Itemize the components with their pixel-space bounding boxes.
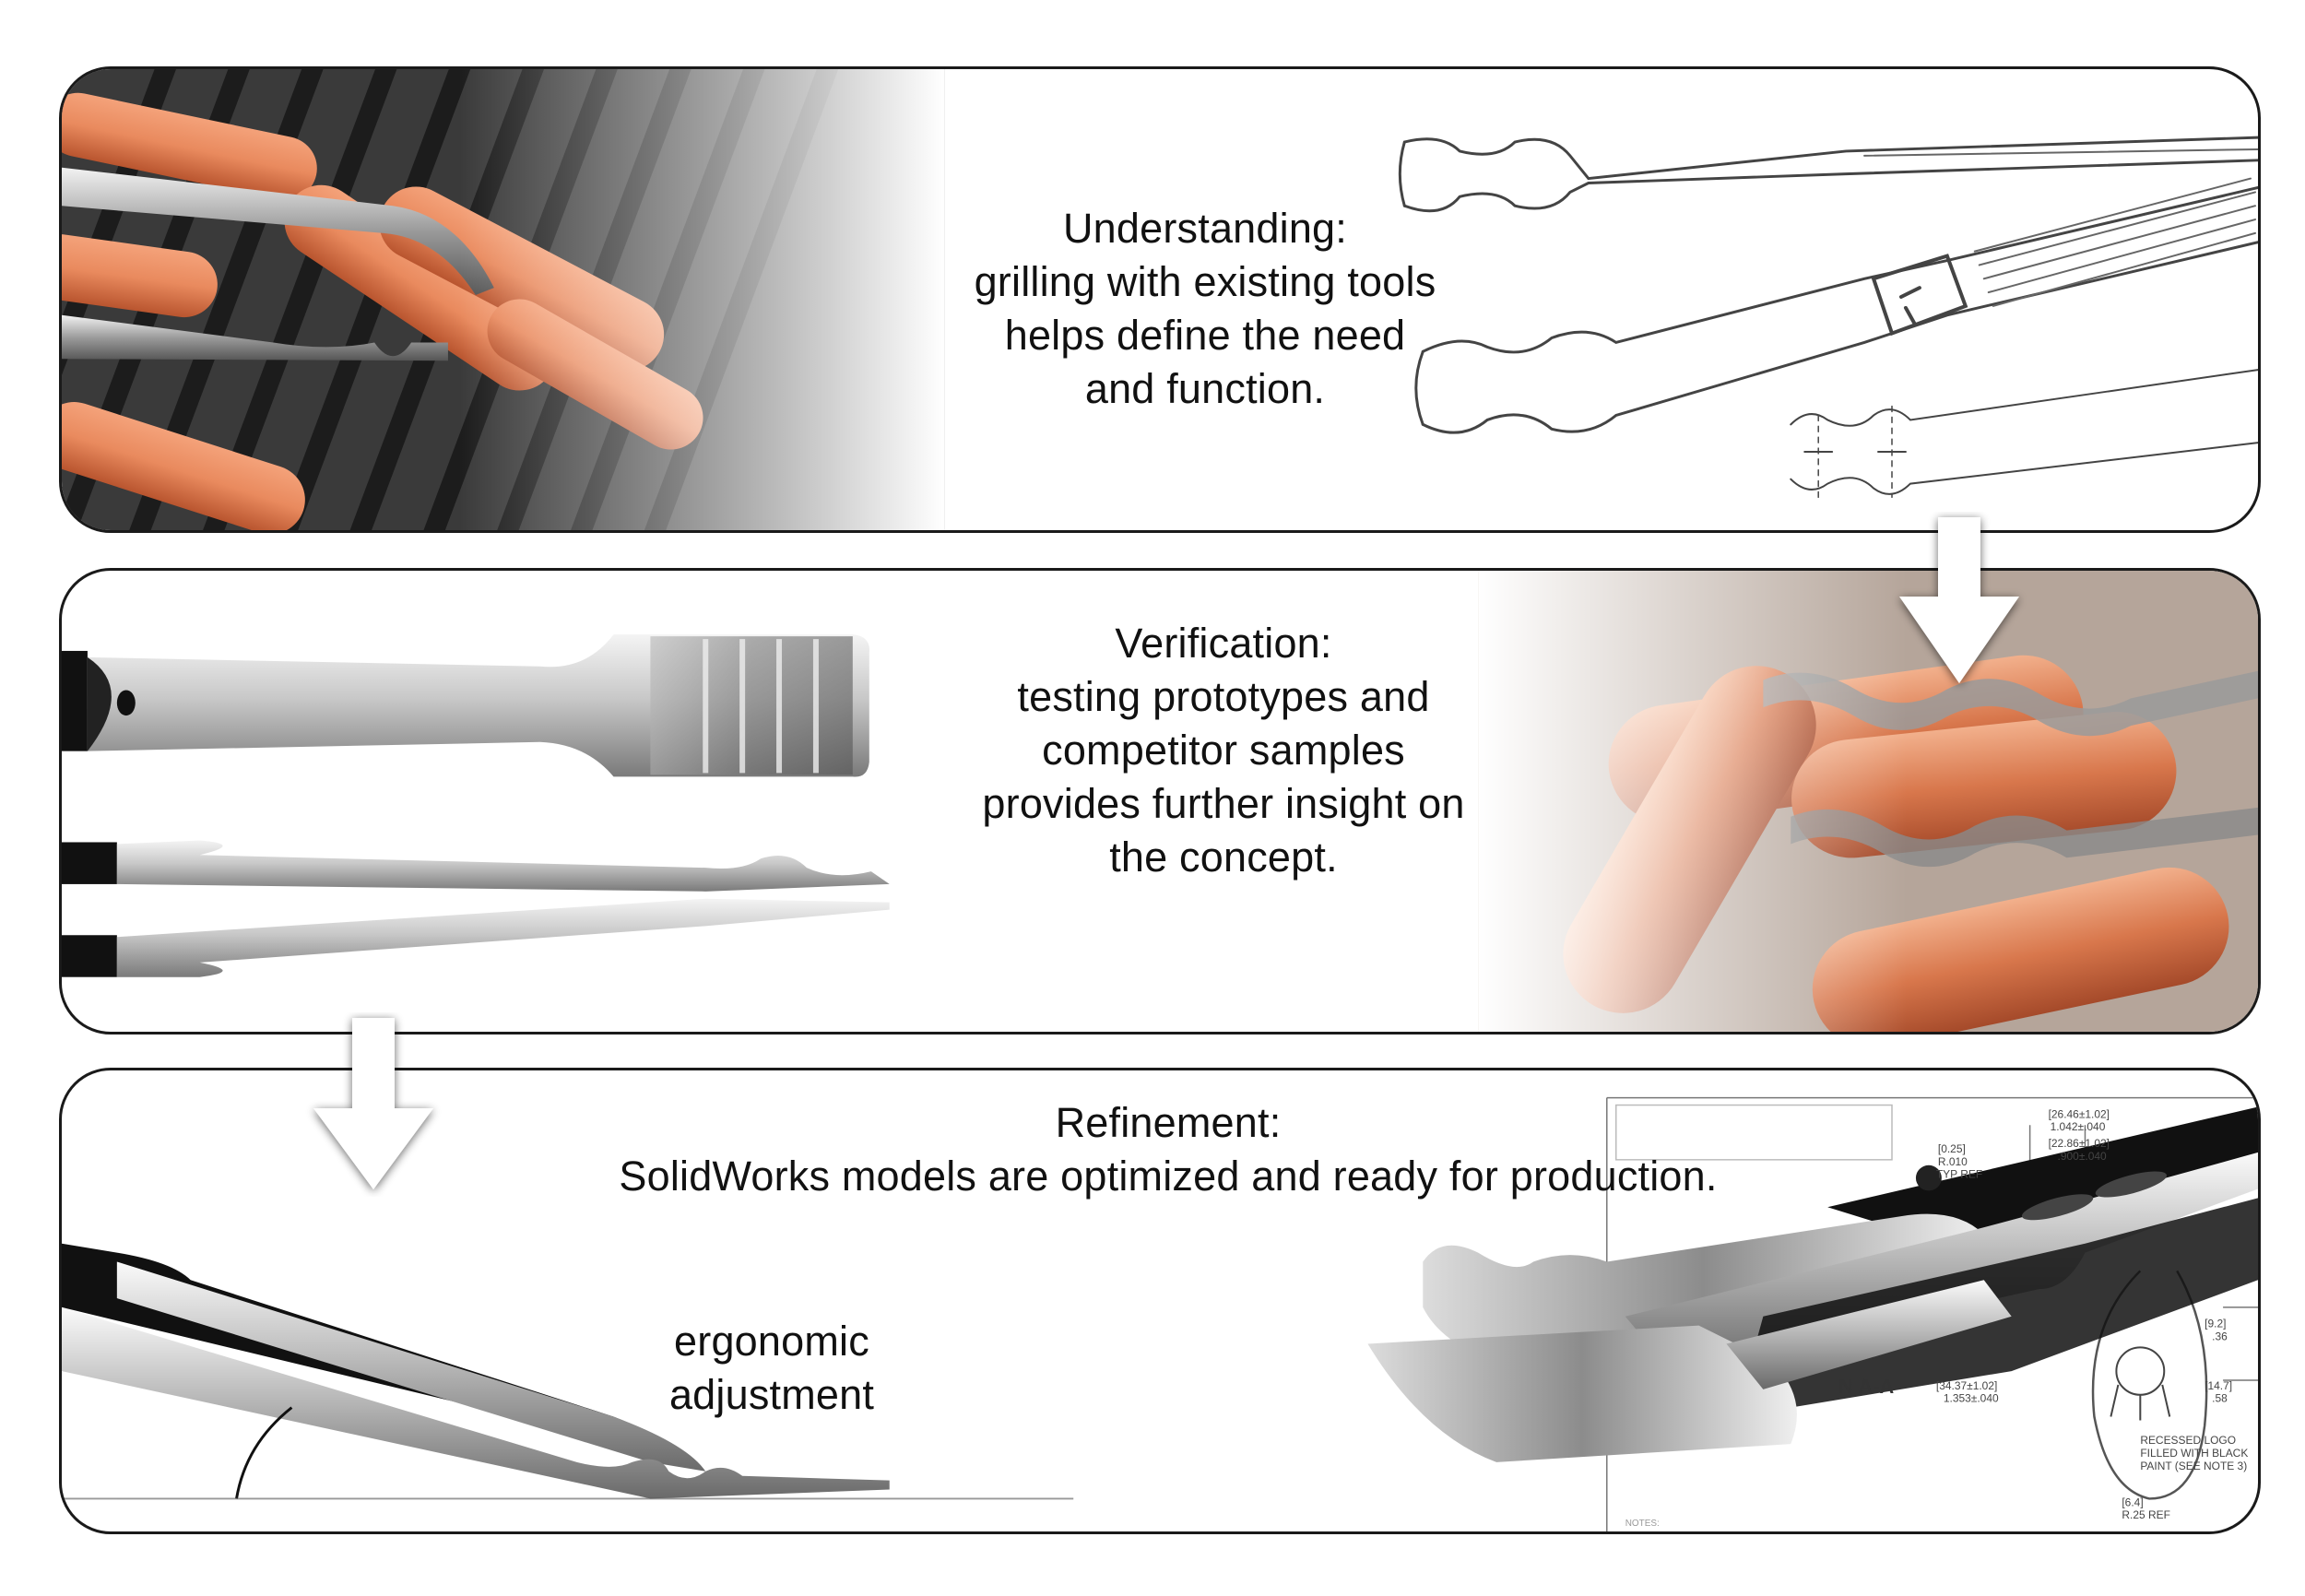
dim-c: [0.25] xyxy=(1938,1142,1966,1155)
verification-line-1: testing prototypes and xyxy=(1017,673,1430,720)
dim-c2: R.010 xyxy=(1938,1155,1968,1168)
ergonomic-note: ergonomic adjustment xyxy=(578,1315,965,1422)
dim-g: [6.4] xyxy=(2122,1496,2143,1508)
dim-f: [14.7] xyxy=(2205,1379,2232,1392)
understanding-artwork xyxy=(62,69,2258,530)
grill-photo xyxy=(62,69,945,530)
verification-line-4: the concept. xyxy=(1109,833,1338,881)
refinement-line-1: SolidWorks models are optimized and read… xyxy=(619,1153,1718,1200)
understanding-line-3: and function. xyxy=(1084,365,1326,412)
dim-g2: R.25 REF xyxy=(2122,1508,2170,1521)
verification-line-3: provides further insight on xyxy=(982,780,1465,827)
understanding-line-2: helps define the need xyxy=(1004,312,1406,359)
ergonomic-tongs-render xyxy=(62,1243,1074,1500)
dim-a: [26.46±1.02] xyxy=(2049,1107,2110,1120)
spatula-render xyxy=(62,634,869,777)
drawing-labels: [26.46±1.02] 1.042±.040 [22.86±1.02] .90… xyxy=(1625,1107,2249,1529)
panel-understanding: Understanding: grilling with existing to… xyxy=(59,66,2261,533)
dim-b2: .900±.040 xyxy=(2058,1150,2108,1163)
tong-sketch xyxy=(1398,136,2258,499)
logo-note-2: FILLED WITH BLACK xyxy=(2140,1447,2248,1460)
dim-a2: 1.042±.040 xyxy=(2051,1120,2106,1133)
panel-verification: Verification: testing prototypes and com… xyxy=(59,568,2261,1034)
drawing-notes: NOTES: xyxy=(1625,1519,1660,1529)
verification-artwork xyxy=(62,571,2258,1032)
dim-b: [22.86±1.02] xyxy=(2049,1137,2110,1150)
dim-f2: .58 xyxy=(2212,1392,2228,1405)
panel-refinement: [26.46±1.02] 1.042±.040 [22.86±1.02] .90… xyxy=(59,1068,2261,1534)
tongs-render xyxy=(62,840,890,977)
section-label: N A-A xyxy=(1838,1375,1894,1398)
dim-e: [9.2] xyxy=(2205,1318,2226,1330)
dim-d2: 1.353±.040 xyxy=(1944,1392,1999,1405)
ergonomic-note-line-1: ergonomic xyxy=(674,1318,869,1365)
verification-heading: Verification: xyxy=(1115,620,1332,667)
dim-e2: .36 xyxy=(2212,1330,2228,1343)
hotdog-photo xyxy=(1478,571,2258,1032)
arrow-down-icon xyxy=(313,1018,433,1189)
understanding-line-1: grilling with existing tools xyxy=(974,258,1436,305)
verification-line-2: competitor samples xyxy=(1042,727,1405,774)
refinement-heading: Refinement: xyxy=(1055,1099,1282,1146)
refinement-artwork: [26.46±1.02] 1.042±.040 [22.86±1.02] .90… xyxy=(62,1096,2258,1531)
dim-d: [34.37±1.02] xyxy=(1936,1379,1997,1392)
ergonomic-note-line-2: adjustment xyxy=(668,1371,875,1418)
logo-note-3: PAINT (SEE NOTE 3) xyxy=(2140,1460,2247,1472)
verification-caption: Verification: testing prototypes and com… xyxy=(827,617,1620,884)
understanding-caption: Understanding: grilling with existing to… xyxy=(836,202,1574,416)
logo-note-1: RECESSED LOGO xyxy=(2140,1434,2236,1447)
refinement-caption: Refinement: SolidWorks models are optimi… xyxy=(431,1096,1906,1203)
arrow-down-icon xyxy=(1899,517,2019,683)
understanding-heading: Understanding: xyxy=(1062,205,1347,252)
production-tongs-render xyxy=(1367,1106,2258,1462)
dim-c3: TYP REF xyxy=(1936,1168,1982,1181)
